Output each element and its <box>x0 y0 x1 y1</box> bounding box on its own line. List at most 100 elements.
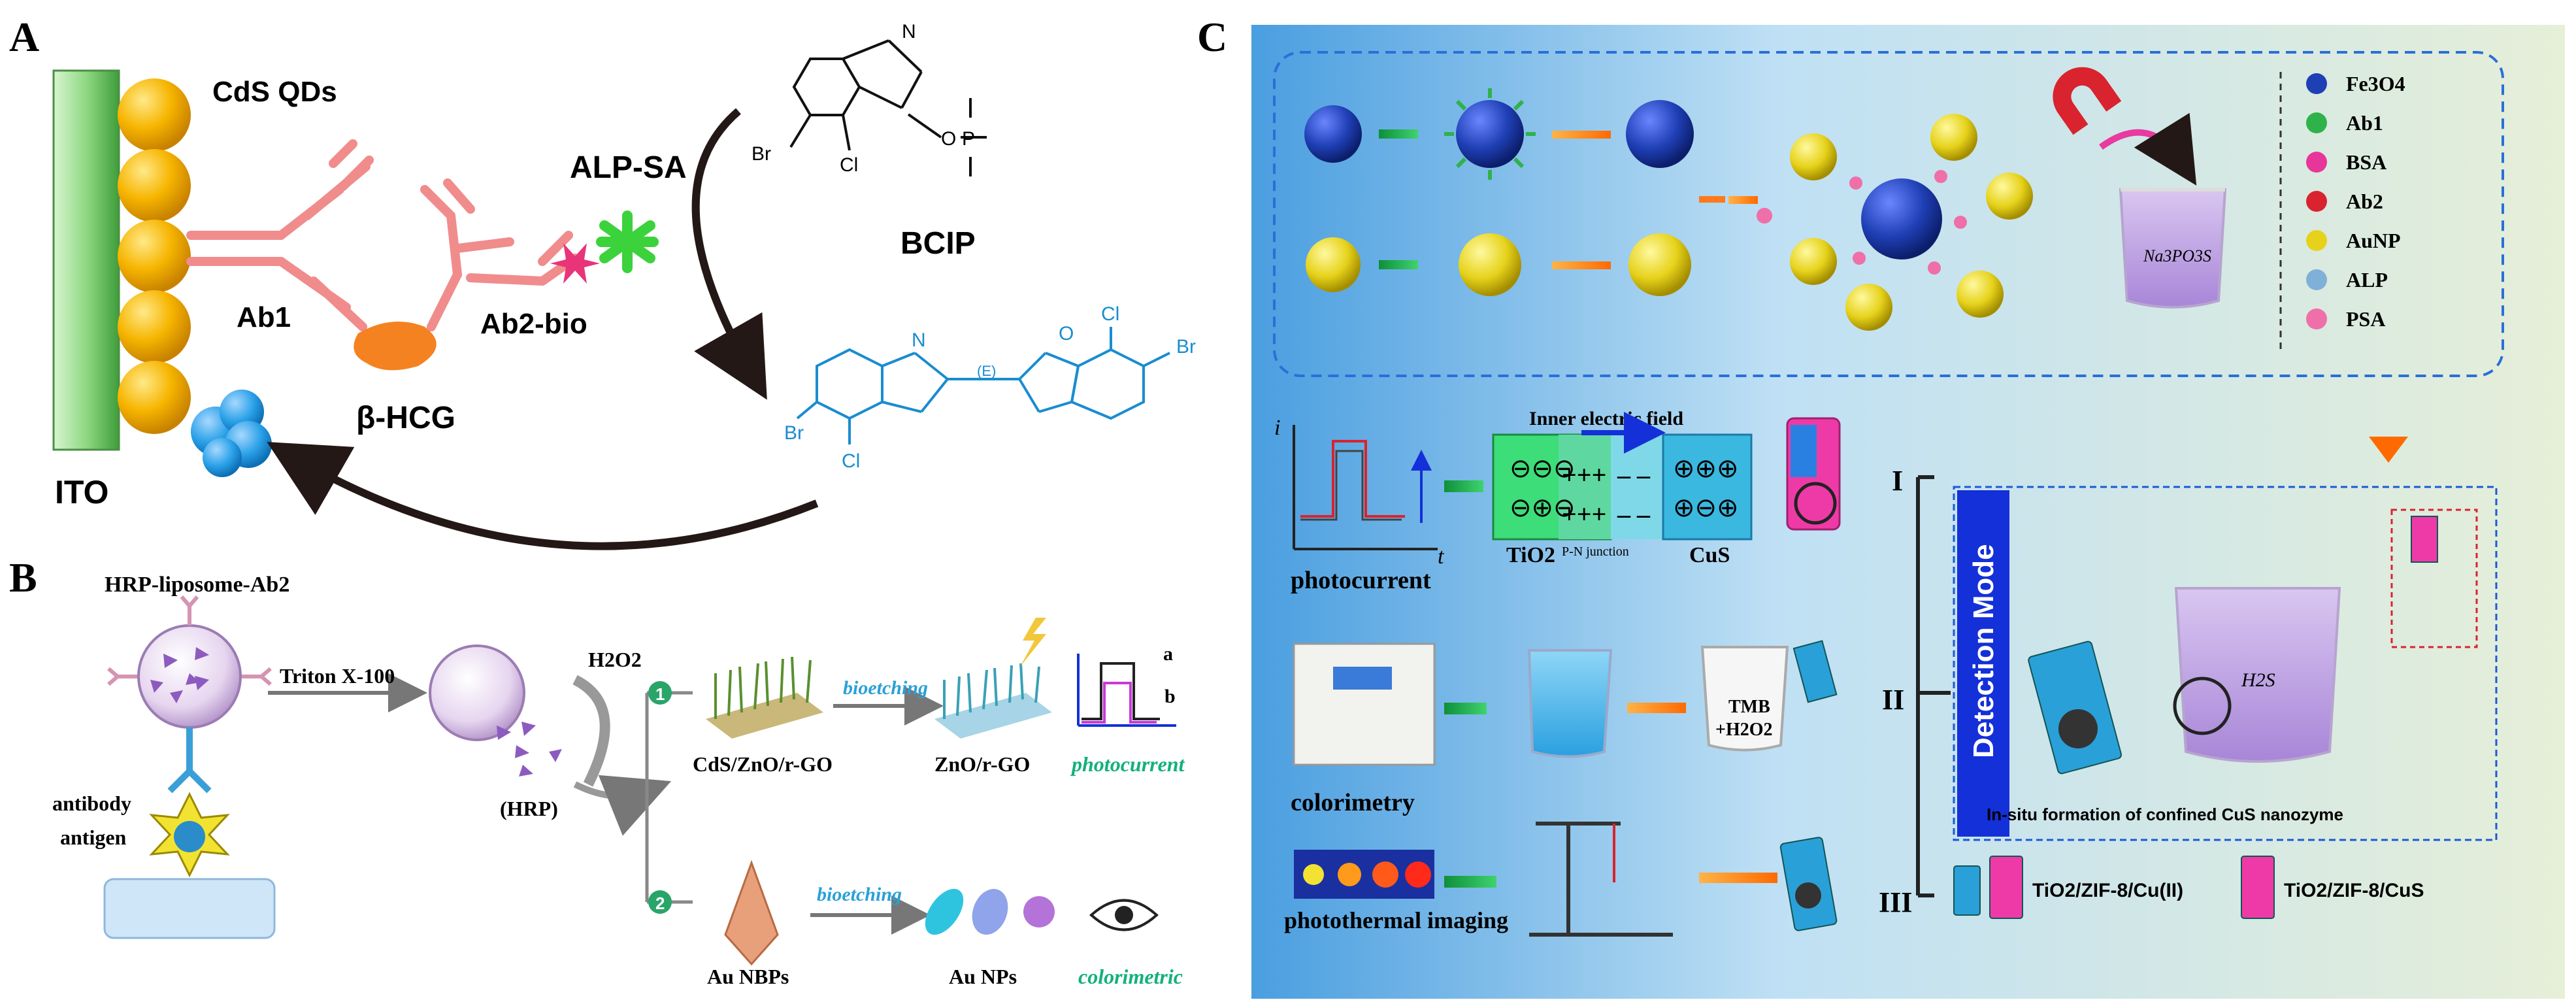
detection-chip-spot <box>2058 709 2098 748</box>
cus-region <box>1662 433 1753 541</box>
ab2-antibody <box>420 178 580 331</box>
photothermal-connector <box>1444 876 1496 888</box>
aunp-ab2-bead <box>1459 233 1521 296</box>
bioetching-label-2: bioetching <box>817 884 902 905</box>
panel-b-letter: B <box>9 554 37 601</box>
triton-label: Triton X-100 <box>280 664 395 688</box>
chip-cu-icon <box>1953 865 1981 916</box>
thermal-spot <box>1303 864 1324 885</box>
photocurrent-label-c: photocurrent <box>1291 567 1431 594</box>
charge-symbols-q: ⊕⊕⊕ <box>1673 454 1739 483</box>
step-2-number: 2 <box>655 893 665 913</box>
ito-electrode <box>52 69 120 451</box>
microplate-icon <box>103 878 276 939</box>
photocurrent-label-b: photocurrent <box>1070 752 1185 776</box>
au-nps-label: Au NPs <box>949 965 1017 988</box>
na3po3s-beaker <box>2119 188 2227 309</box>
psa-particles <box>1757 170 1967 275</box>
detection-mode-label: Detection Mode <box>1968 544 2000 758</box>
alp-sa-enzyme-icon <box>596 210 659 273</box>
photocurrent-mini-plot <box>1077 654 1176 727</box>
bioetching-label-1: bioetching <box>843 677 928 699</box>
bsa-arrow-2 <box>1552 261 1611 269</box>
tmb-arrow <box>1627 703 1686 713</box>
magnet-separation-arrow <box>2099 112 2197 186</box>
zno-rgo-label: ZnO/r-GO <box>934 752 1030 776</box>
legend-marker-fe3o4 <box>2306 73 2327 94</box>
cds-qds-label: CdS QDs <box>212 76 337 108</box>
tio2-label: TiO2 <box>1506 543 1555 567</box>
eye-icon <box>1089 899 1159 931</box>
fe3o4-bsa-bead <box>1626 100 1694 168</box>
beta-hcg-label: β-HCG <box>356 401 455 435</box>
hrp-liposome-title: HRP-liposome-Ab2 <box>105 573 289 597</box>
indigo-atom-br-2: Br <box>784 422 804 444</box>
panel-b: B HRP-liposome-Ab2 antibody antigen Trit… <box>9 554 1185 988</box>
roman-iii: III <box>1879 886 1912 918</box>
detection-chip <box>2028 641 2122 775</box>
legend-marker-aunp <box>2306 230 2327 251</box>
cds-qd <box>118 290 191 363</box>
cds-qd <box>118 361 191 434</box>
pn-region-left <box>1559 435 1611 539</box>
chip-cu-label: TiO2/ZIF-8/Cu(II) <box>2032 880 2183 901</box>
capture-box <box>1273 51 2504 377</box>
charge-symbols-n2: ⊖⊕⊖ <box>1510 493 1576 522</box>
sandwich-aunp <box>1790 133 1837 180</box>
legend-label-alp: ALP <box>2346 268 2388 292</box>
down-arrow-head <box>2369 437 2408 463</box>
mode-bracket <box>1916 475 1951 897</box>
sandwich-antibody <box>167 727 212 793</box>
tmb-label: TMB <box>1728 697 1770 717</box>
detection-mode-bar <box>1957 490 2009 837</box>
hrp-cluster <box>150 647 209 703</box>
panel-c-letter: C <box>1197 14 1227 60</box>
laser-arrow <box>1699 873 1777 883</box>
detection-beaker <box>2174 587 2341 763</box>
biotin-marker-icon <box>550 243 600 284</box>
charge-symbols-m: – – <box>1617 460 1651 490</box>
cds-qd <box>118 149 191 222</box>
legend-label-ab1: Ab1 <box>2346 111 2383 135</box>
ab1-antibody <box>186 139 374 331</box>
bsa-arrow <box>1552 131 1611 139</box>
indigo-atom-n: N <box>912 329 926 351</box>
photocurrent-plot <box>1293 425 1438 550</box>
chip-iii-spot <box>1795 882 1821 909</box>
panel-a-letter: A <box>9 14 39 60</box>
step-1-badge <box>648 681 672 705</box>
legend-label-ab2: Ab2 <box>2346 190 2383 213</box>
legend-label-aunp: AuNP <box>2346 229 2401 252</box>
pn-label: P-N junction <box>1562 544 1629 559</box>
bcip-label: BCIP <box>900 226 976 261</box>
legend-marker-ab2 <box>2306 191 2327 212</box>
charge-symbols-p: +++ <box>1562 460 1606 490</box>
legend-marker-alp <box>2306 269 2327 290</box>
sandwich-aunp <box>1957 271 2004 318</box>
zoom-chip <box>2411 516 2438 563</box>
h2o2-curve <box>572 675 610 787</box>
blocking-protein-blob <box>191 390 272 477</box>
cds-zno-rgo-array <box>706 656 823 739</box>
detection-magnifier-icon <box>2173 676 2232 735</box>
zif-zoom-box <box>2390 509 2478 648</box>
charge-symbols-q2: ⊕⊖⊕ <box>1673 493 1739 522</box>
antigen-label: antigen <box>60 826 127 849</box>
sandwich-aunp <box>1845 284 1892 331</box>
au-nbp-icon <box>724 860 779 966</box>
indigo-e-label: (E) <box>977 363 996 379</box>
cus-label: CuS <box>1689 543 1730 567</box>
cds-qd <box>118 220 191 293</box>
bcip-atom-p: P <box>962 128 975 150</box>
charge-symbols-n: ⊖⊖⊖ <box>1510 454 1576 483</box>
zno-rgo-array <box>934 663 1052 739</box>
detection-box <box>1953 486 2498 841</box>
beta-hcg-antigen <box>354 322 437 371</box>
sandwich-aunp <box>1790 238 1837 285</box>
ab2-add-arrow <box>1379 260 1418 269</box>
aunp-bead <box>1306 237 1361 292</box>
arrow-to-branch <box>573 775 672 836</box>
legend-label-bsa: BSA <box>2346 150 2386 174</box>
colorimeter-screen <box>1333 667 1392 690</box>
bcip-atom-br: Br <box>751 143 771 165</box>
